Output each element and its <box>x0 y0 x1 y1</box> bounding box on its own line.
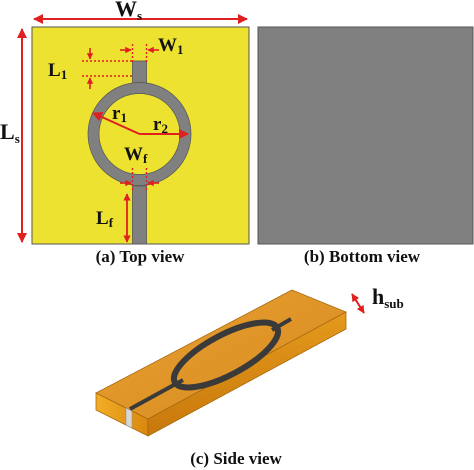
r1-label: r1 <box>112 103 127 125</box>
hsub-arrow <box>351 293 365 314</box>
ws-label: Ws <box>115 0 142 23</box>
side-view-caption: (c) Side view <box>190 449 282 468</box>
wf-label: Wf <box>124 144 148 166</box>
r1-arrow <box>92 112 140 135</box>
side-top-stub <box>270 317 293 332</box>
ground-plane <box>257 26 474 245</box>
lf-label: Lf <box>96 208 114 230</box>
top-stub <box>132 60 147 84</box>
ring-outer-edge <box>87 82 192 186</box>
bottom-view-caption: (b) Bottom view <box>304 247 421 266</box>
hsub-label: hsub <box>372 284 404 311</box>
substrate-top-face <box>95 289 347 420</box>
substrate-side-face <box>147 311 347 437</box>
feed-edge-strip <box>125 407 133 429</box>
w1-label: W1 <box>158 35 184 57</box>
side-view-panel: hsub (c) Side view <box>95 284 404 468</box>
top-view-panel: Ws Ls W1 L1 r1 r2 Wf Lf (a) Top view <box>0 0 250 266</box>
top-view-caption: (a) Top view <box>96 247 186 266</box>
ls-label: Ls <box>0 119 20 146</box>
bottom-view-panel: (b) Bottom view <box>257 26 474 266</box>
r2-label: r2 <box>153 114 168 136</box>
feed-line <box>132 185 147 245</box>
l1-label: L1 <box>48 60 67 82</box>
